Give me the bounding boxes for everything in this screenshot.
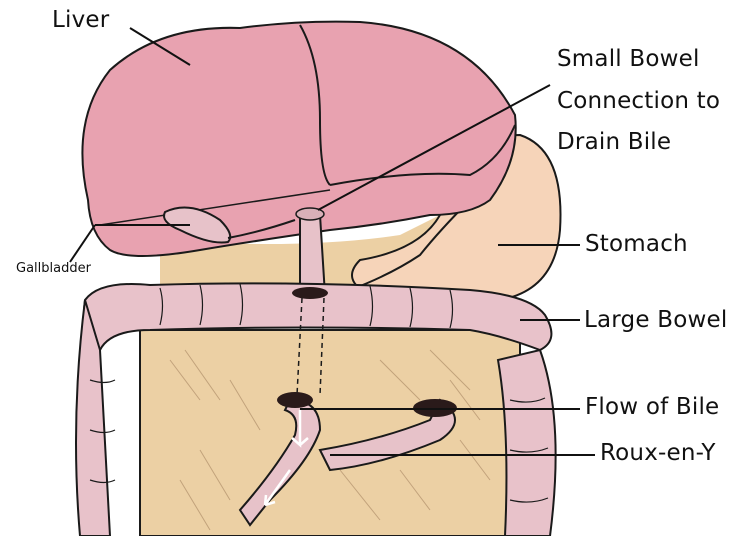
label-large-bowel: Large Bowel <box>584 309 727 332</box>
label-small-bowel-2: Connection to <box>557 90 720 113</box>
label-stomach: Stomach <box>585 233 688 256</box>
leader-gallbladder <box>70 225 95 262</box>
descending-colon <box>498 350 556 536</box>
label-small-bowel-1: Small Bowel <box>557 48 700 71</box>
upper-opening <box>292 287 328 299</box>
duct-opening <box>277 392 313 408</box>
mesentery <box>140 330 520 536</box>
label-roux-en-y: Roux-en-Y <box>600 442 716 465</box>
label-liver: Liver <box>52 9 109 32</box>
label-small-bowel-3: Drain Bile <box>557 131 671 154</box>
label-flow-of-bile: Flow of Bile <box>585 396 719 419</box>
label-gallbladder: Gallbladder <box>16 262 91 275</box>
